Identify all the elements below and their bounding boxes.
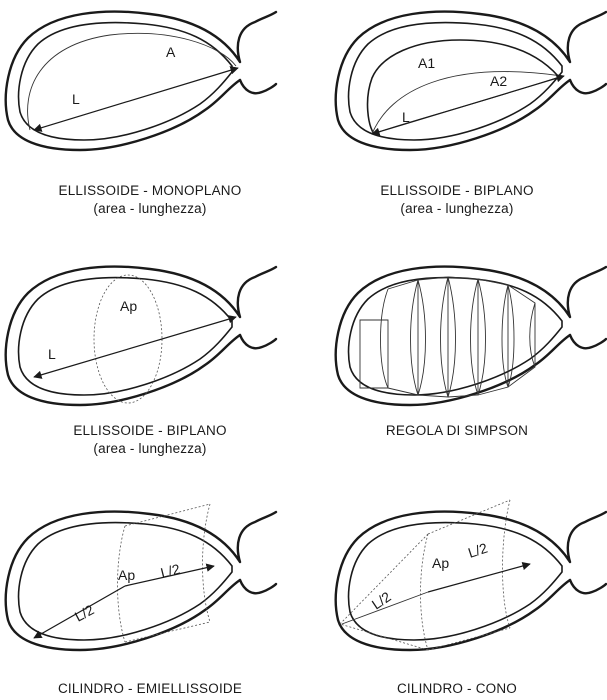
label-l: L bbox=[48, 346, 56, 362]
panel-1: A L bbox=[6, 12, 276, 150]
panel-5: Ap L/2 L/2 bbox=[6, 504, 276, 650]
ventricle-outline bbox=[6, 512, 276, 650]
panel-4 bbox=[336, 267, 606, 405]
ventricle-outline bbox=[6, 267, 276, 405]
label-a2: A2 bbox=[490, 73, 507, 89]
cylinder-cone-outline bbox=[340, 500, 510, 650]
label-l2-left: L/2 bbox=[369, 588, 394, 612]
label-ap: Ap bbox=[120, 298, 137, 314]
caption-panel-2: ELLISSOIDE - BIPLANO (area - lunghezza) bbox=[307, 182, 607, 218]
label-ap: Ap bbox=[432, 555, 449, 571]
area-outline bbox=[28, 33, 236, 130]
ventricle-outline bbox=[336, 12, 606, 150]
panel-3: Ap L bbox=[6, 267, 276, 405]
caption-panel-6: CILINDRO - CONO bbox=[307, 680, 607, 698]
caption-title: CILINDRO - CONO bbox=[307, 680, 607, 698]
caption-title: REGOLA DI SIMPSON bbox=[307, 422, 607, 440]
caption-panel-4: REGOLA DI SIMPSON bbox=[307, 422, 607, 440]
long-axis-arrow bbox=[34, 317, 236, 377]
label-l2-right: L/2 bbox=[159, 561, 182, 581]
caption-title: ELLISSOIDE - BIPLANO bbox=[0, 422, 300, 440]
caption-title: CILINDRO - EMIELLISSOIDE bbox=[0, 680, 300, 698]
caption-subtitle: (area - lunghezza) bbox=[0, 200, 300, 218]
caption-subtitle: (area - lunghezza) bbox=[0, 440, 300, 458]
label-a: A bbox=[166, 44, 176, 60]
ventricle-outline bbox=[6, 12, 276, 150]
label-l: L bbox=[72, 91, 80, 107]
panel-2: A1 A2 L bbox=[336, 12, 606, 150]
label-ap: Ap bbox=[118, 567, 135, 583]
long-axis-arrow bbox=[372, 76, 564, 134]
caption-title: ELLISSOIDE - BIPLANO bbox=[307, 182, 607, 200]
caption-subtitle: (area - lunghezza) bbox=[307, 200, 607, 218]
caption-panel-5: CILINDRO - EMIELLISSOIDE bbox=[0, 680, 300, 698]
label-l: L bbox=[402, 109, 410, 125]
label-a1: A1 bbox=[418, 55, 435, 71]
caption-panel-1: ELLISSOIDE - MONOPLANO (area - lunghezza… bbox=[0, 182, 300, 218]
caption-title: ELLISSOIDE - MONOPLANO bbox=[0, 182, 300, 200]
panel-6: Ap L/2 L/2 bbox=[336, 500, 606, 650]
label-l2-right: L/2 bbox=[466, 540, 490, 561]
simpson-discs bbox=[360, 277, 535, 397]
perpendicular-area-ellipse bbox=[94, 275, 162, 403]
caption-panel-3: ELLISSOIDE - BIPLANO (area - lunghezza) bbox=[0, 422, 300, 458]
